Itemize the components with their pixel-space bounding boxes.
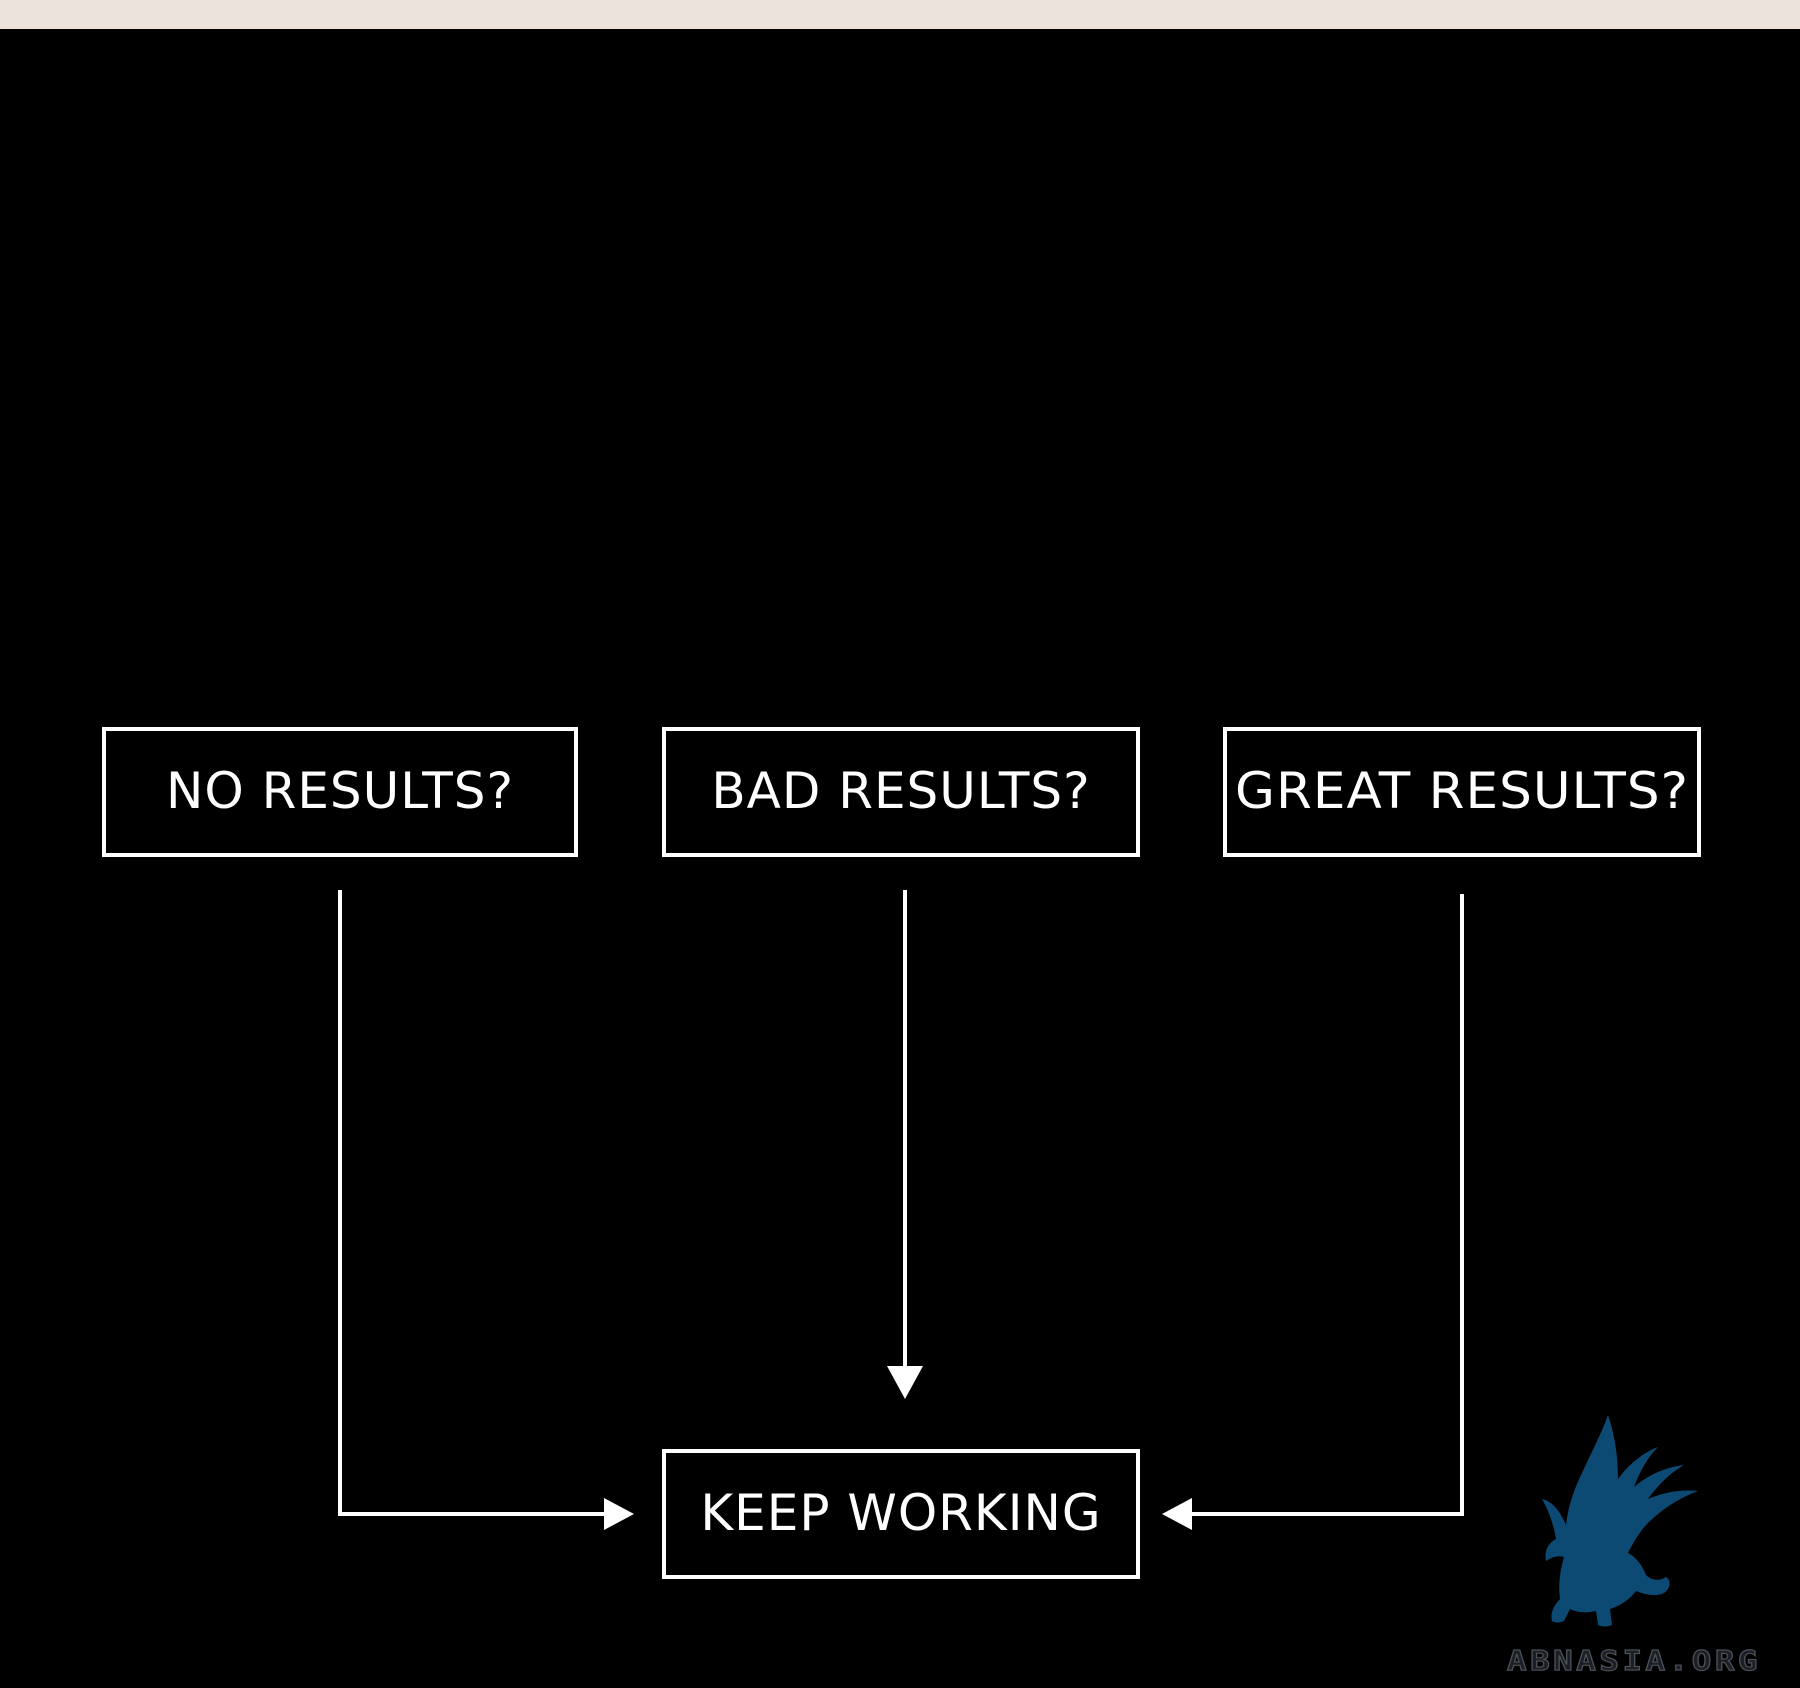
node-great-results-box [1223, 727, 1701, 857]
node-no-results: NO RESULTS? [102, 727, 578, 857]
node-keep-working: KEEP WORKING [662, 1449, 1140, 1579]
node-bad-results-box [662, 727, 1140, 857]
edge-great-results-line [1190, 894, 1464, 1516]
node-great-results-label: GREAT RESULTS? [1235, 762, 1689, 820]
node-no-results-box [102, 727, 578, 857]
edge-bad-results-to-keep-working [887, 890, 923, 1399]
edge-no-results-line [338, 890, 605, 1516]
node-bad-results-label: BAD RESULTS? [711, 762, 1090, 820]
griffin-icon [1542, 1415, 1698, 1627]
node-keep-working-label: KEEP WORKING [700, 1484, 1101, 1542]
node-no-results-label: NO RESULTS? [166, 762, 514, 820]
watermark-text: ABNASIA.ORG [1507, 1644, 1761, 1677]
top-band [0, 0, 1800, 29]
arrowhead-right-icon [604, 1498, 634, 1530]
node-keep-working-box [662, 1449, 1140, 1579]
watermark: ABNASIA.ORG [1506, 1415, 1761, 1678]
node-great-results: GREAT RESULTS? [1223, 727, 1701, 857]
arrowhead-down-icon [887, 1366, 923, 1399]
edge-great-results-to-keep-working [1162, 894, 1464, 1530]
edge-no-results-to-keep-working [338, 890, 634, 1530]
arrowhead-left-icon [1162, 1498, 1192, 1530]
node-bad-results: BAD RESULTS? [662, 727, 1140, 857]
